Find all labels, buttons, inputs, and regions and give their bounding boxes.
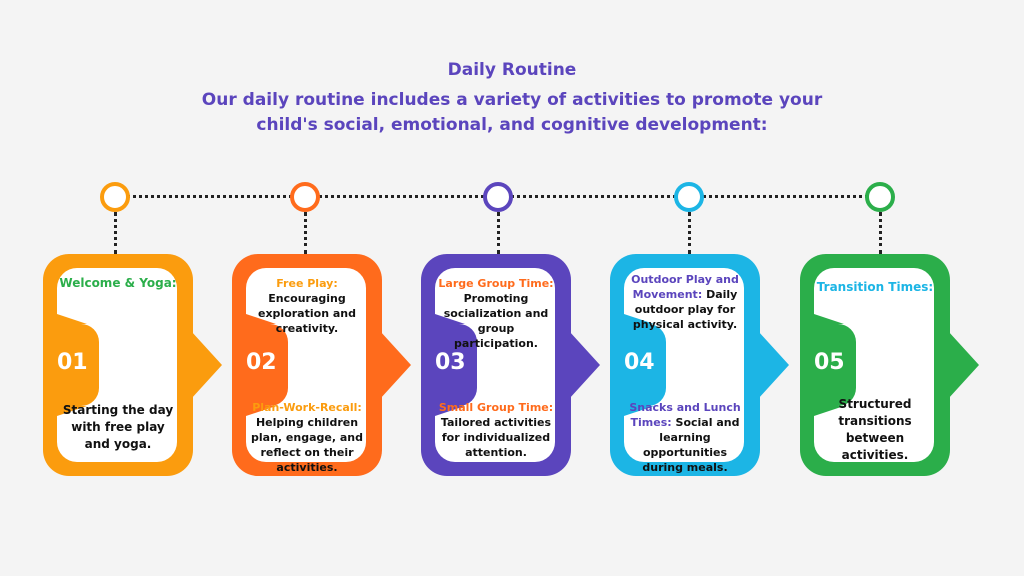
step-card-02: 02 Free Play: Encouraging exploration and… [232,254,411,476]
step-bottom-text: Helping children plan, engage, and refle… [251,416,363,474]
timeline-node-2 [290,182,320,212]
step-number: 04 [624,350,655,375]
step-top-label: Transition Times: [816,280,934,294]
step-bottom-text: Structured transitions between activitie… [838,397,912,462]
step-top-label: Free Play: [276,277,338,290]
step-top-block: Transition Times: [814,280,936,295]
step-bottom-text: Tailored activities for individualized a… [440,416,552,459]
step-number: 01 [57,350,88,375]
step-top-label: Outdoor Play and Movement: [631,273,739,301]
node-connector [688,212,691,254]
arrow-right-icon [569,331,600,399]
step-top-label: Welcome & Yoga: [59,276,177,290]
arrow-right-icon [380,331,411,399]
step-number: 03 [435,350,466,375]
step-top-block: Free Play: Encouraging exploration and cr… [246,276,368,336]
step-top-text: Daily outdoor play for physical activity… [632,288,738,331]
step-bottom-text: Starting the day with free play and yoga… [62,403,174,451]
step-number: 05 [814,350,845,375]
step-top-block: Large Group Time: Promoting socialization… [435,276,557,351]
step-card-05: 05 Transition Times: Structured transiti… [800,254,979,476]
step-number-tab [57,314,99,416]
node-connector [114,212,117,254]
step-top-block: Welcome & Yoga: [57,276,179,291]
step-card-01: 01 Welcome & Yoga: Starting the day with… [43,254,222,476]
arrow-right-icon [758,331,789,399]
step-top-block: Outdoor Play and Movement: Daily outdoor… [624,272,746,332]
step-bottom-block: Small Group Time: Tailored activities for… [435,400,557,460]
step-number-tab [814,314,856,416]
step-bottom-label: Plan-Work-Recall: [252,401,362,414]
step-bottom-label: Snacks and Lunch Times: [629,401,741,429]
node-connector [879,212,882,254]
step-bottom-text: Social and learning opportunities during… [642,416,740,474]
subtitle-line-1: Our daily routine includes a variety of … [201,90,823,110]
arrow-right-icon [191,331,222,399]
page-subtitle: Our daily routine includes a variety of … [0,88,1024,138]
timeline-node-5 [865,182,895,212]
step-bottom-block: Structured transitions between activitie… [814,396,936,464]
timeline-node-3 [483,182,513,212]
step-bottom-block: Snacks and Lunch Times: Social and learn… [624,400,746,475]
subtitle-line-2: child's social, emotional, and cognitive… [256,115,768,135]
node-connector [497,212,500,254]
timeline-node-4 [674,182,704,212]
step-number-tab [624,314,666,416]
step-bottom-block: Plan-Work-Recall: Helping children plan, … [246,400,368,475]
step-card-03: 03 Large Group Time: Promoting socializat… [421,254,600,476]
step-top-text: Encouraging exploration and creativity. [258,292,356,335]
step-bottom-label: Small Group Time: [438,401,554,414]
step-number-tab [435,314,477,416]
page-title: Daily Routine [447,60,577,80]
step-card-04: 04 Outdoor Play and Movement: Daily outd… [610,254,789,476]
step-number-tab [246,314,288,416]
node-connector [304,212,307,254]
step-top-label: Large Group Time: [438,277,554,290]
timeline-node-1 [100,182,130,212]
arrow-right-icon [948,331,979,399]
step-top-text: Promoting socialization and group partic… [443,292,549,350]
step-number: 02 [246,350,277,375]
step-bottom-block: Starting the day with free play and yoga… [57,402,179,453]
